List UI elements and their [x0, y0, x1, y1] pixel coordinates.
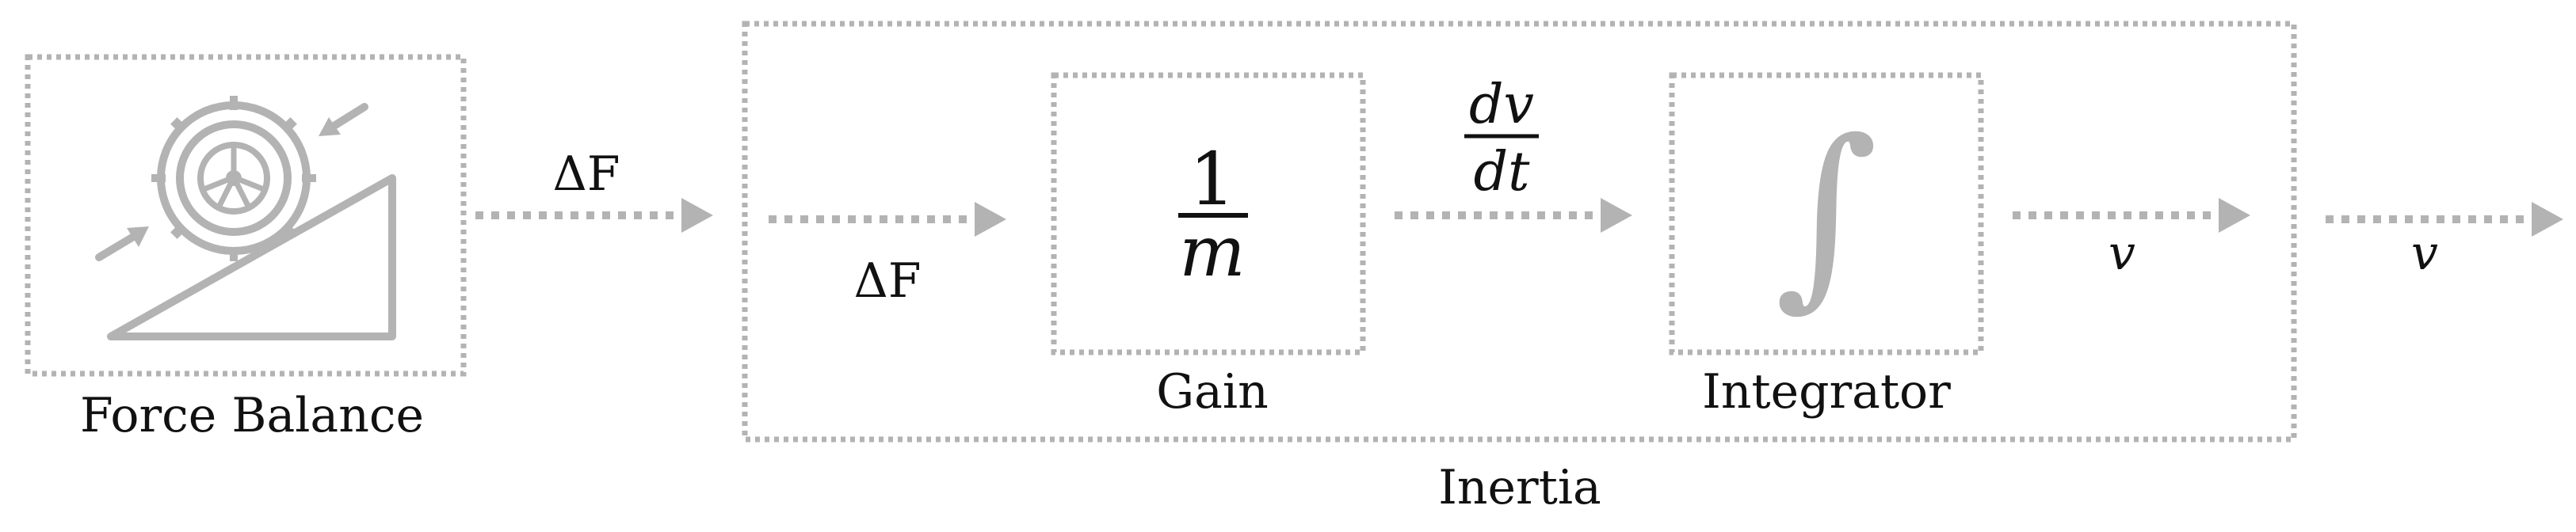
arrow-integrator-out	[2013, 198, 2250, 233]
gain-denominator: m	[1179, 211, 1245, 292]
tire-on-incline-icon	[95, 96, 396, 340]
force-balance-box	[25, 54, 467, 377]
force-balance-block: Force Balance	[25, 54, 467, 443]
arrow-output	[2326, 202, 2563, 237]
arrow-input-to-gain	[769, 202, 1006, 237]
signal-v-inner: v	[2109, 226, 2135, 281]
signal-dv: dv	[1469, 74, 1534, 136]
signal-dt: dt	[1474, 141, 1531, 203]
inertia-box	[742, 21, 2297, 443]
integrator-block: ∫ Integrator	[1669, 72, 1984, 420]
inertia-label: Inertia	[1438, 460, 1601, 515]
signal-v-out: v	[2411, 226, 2438, 281]
arrow-force-to-inertia	[475, 198, 713, 233]
inertia-block: Inertia	[742, 21, 2297, 515]
gain-box	[1051, 72, 1366, 355]
integral-icon: ∫	[1775, 97, 1878, 328]
gain-numerator: 1	[1189, 137, 1236, 222]
arrow-gain-to-integrator	[1395, 198, 1632, 233]
signal-dv-dt: dv dt	[1464, 74, 1539, 203]
gain-block: 1 m Gain	[1051, 72, 1366, 420]
gain-label: Gain	[1156, 364, 1269, 420]
signal-delta-f-out: ΔF	[553, 146, 620, 202]
integrator-box	[1669, 72, 1984, 355]
signal-delta-f-in: ΔF	[854, 253, 922, 309]
integrator-label: Integrator	[1702, 364, 1951, 420]
force-balance-label: Force Balance	[80, 388, 424, 443]
